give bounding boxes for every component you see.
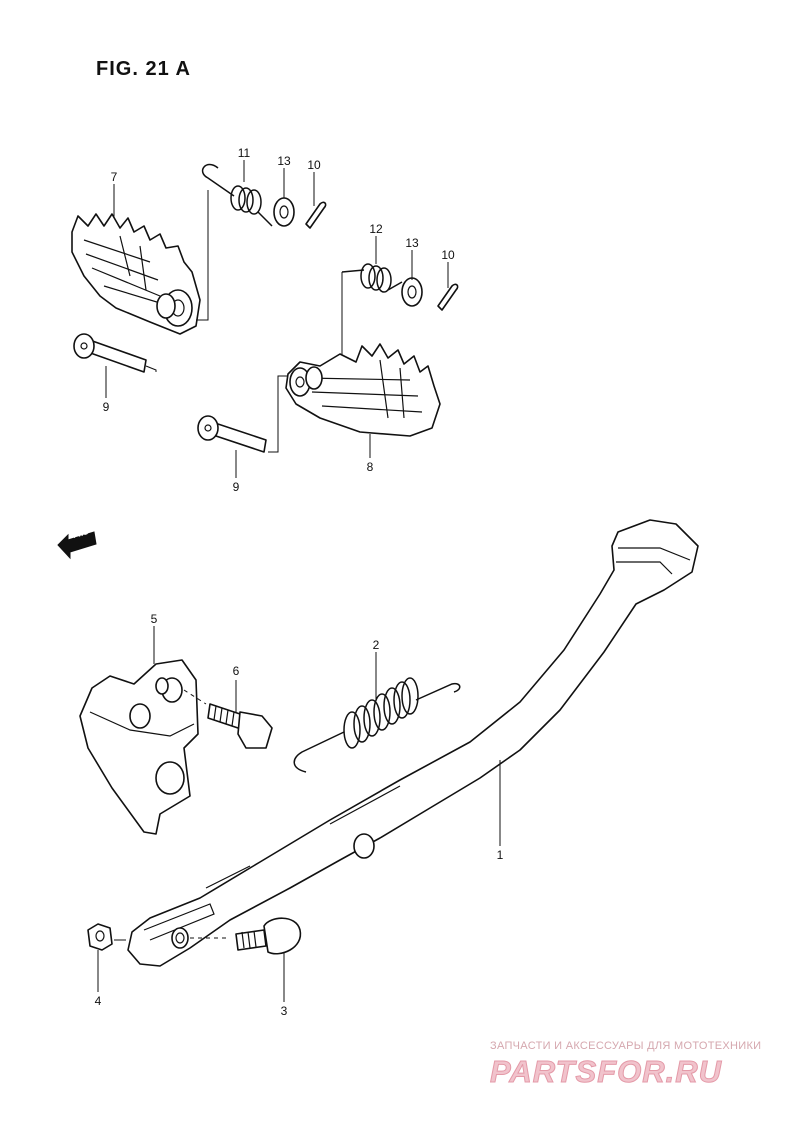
callout-9-a: 9 [102,400,110,414]
callout-13-a: 13 [277,154,291,168]
bolt-part-3 [235,917,302,955]
callout-1: 1 [496,848,504,862]
washer-part-13-b [401,277,423,307]
cotter-pin-part-10-b [437,283,459,311]
callout-6: 6 [232,664,240,678]
pin-right-part-9 [197,415,267,453]
pin-left-part-9 [73,333,147,373]
callout-9-b: 9 [232,480,240,494]
footpeg-right-part-8 [285,343,441,437]
nut-part-4 [87,923,113,951]
callout-4: 4 [94,994,102,1008]
watermark-logo: PARTSFOR.RU [489,1054,723,1090]
callout-10-a: 10 [307,158,321,172]
bracket-part-5 [79,659,199,835]
callout-2: 2 [372,638,380,652]
side-stand-part-1 [127,519,699,967]
callout-12: 12 [369,222,383,236]
spring-part-12 [341,263,403,293]
washer-part-13-a [273,197,295,227]
spring-part-11 [201,163,273,227]
spring-part-2 [293,677,461,773]
callout-5: 5 [150,612,158,626]
callout-7: 7 [110,170,118,184]
figure-title: FIG. 21 A [96,58,191,80]
callout-10-b: 10 [441,248,455,262]
bolt-part-6 [207,703,273,749]
callout-8: 8 [366,460,374,474]
watermark-tagline: ЗАПЧАСТИ И АКСЕССУАРЫ ДЛЯ МОТОТЕХНИКИ [490,1040,762,1052]
callout-3: 3 [280,1004,288,1018]
callout-11: 11 [237,146,251,160]
footpeg-left-part-7 [71,213,201,335]
callout-13-b: 13 [405,236,419,250]
cotter-pin-part-10-a [305,201,327,229]
fwd-arrow-icon [57,531,97,560]
